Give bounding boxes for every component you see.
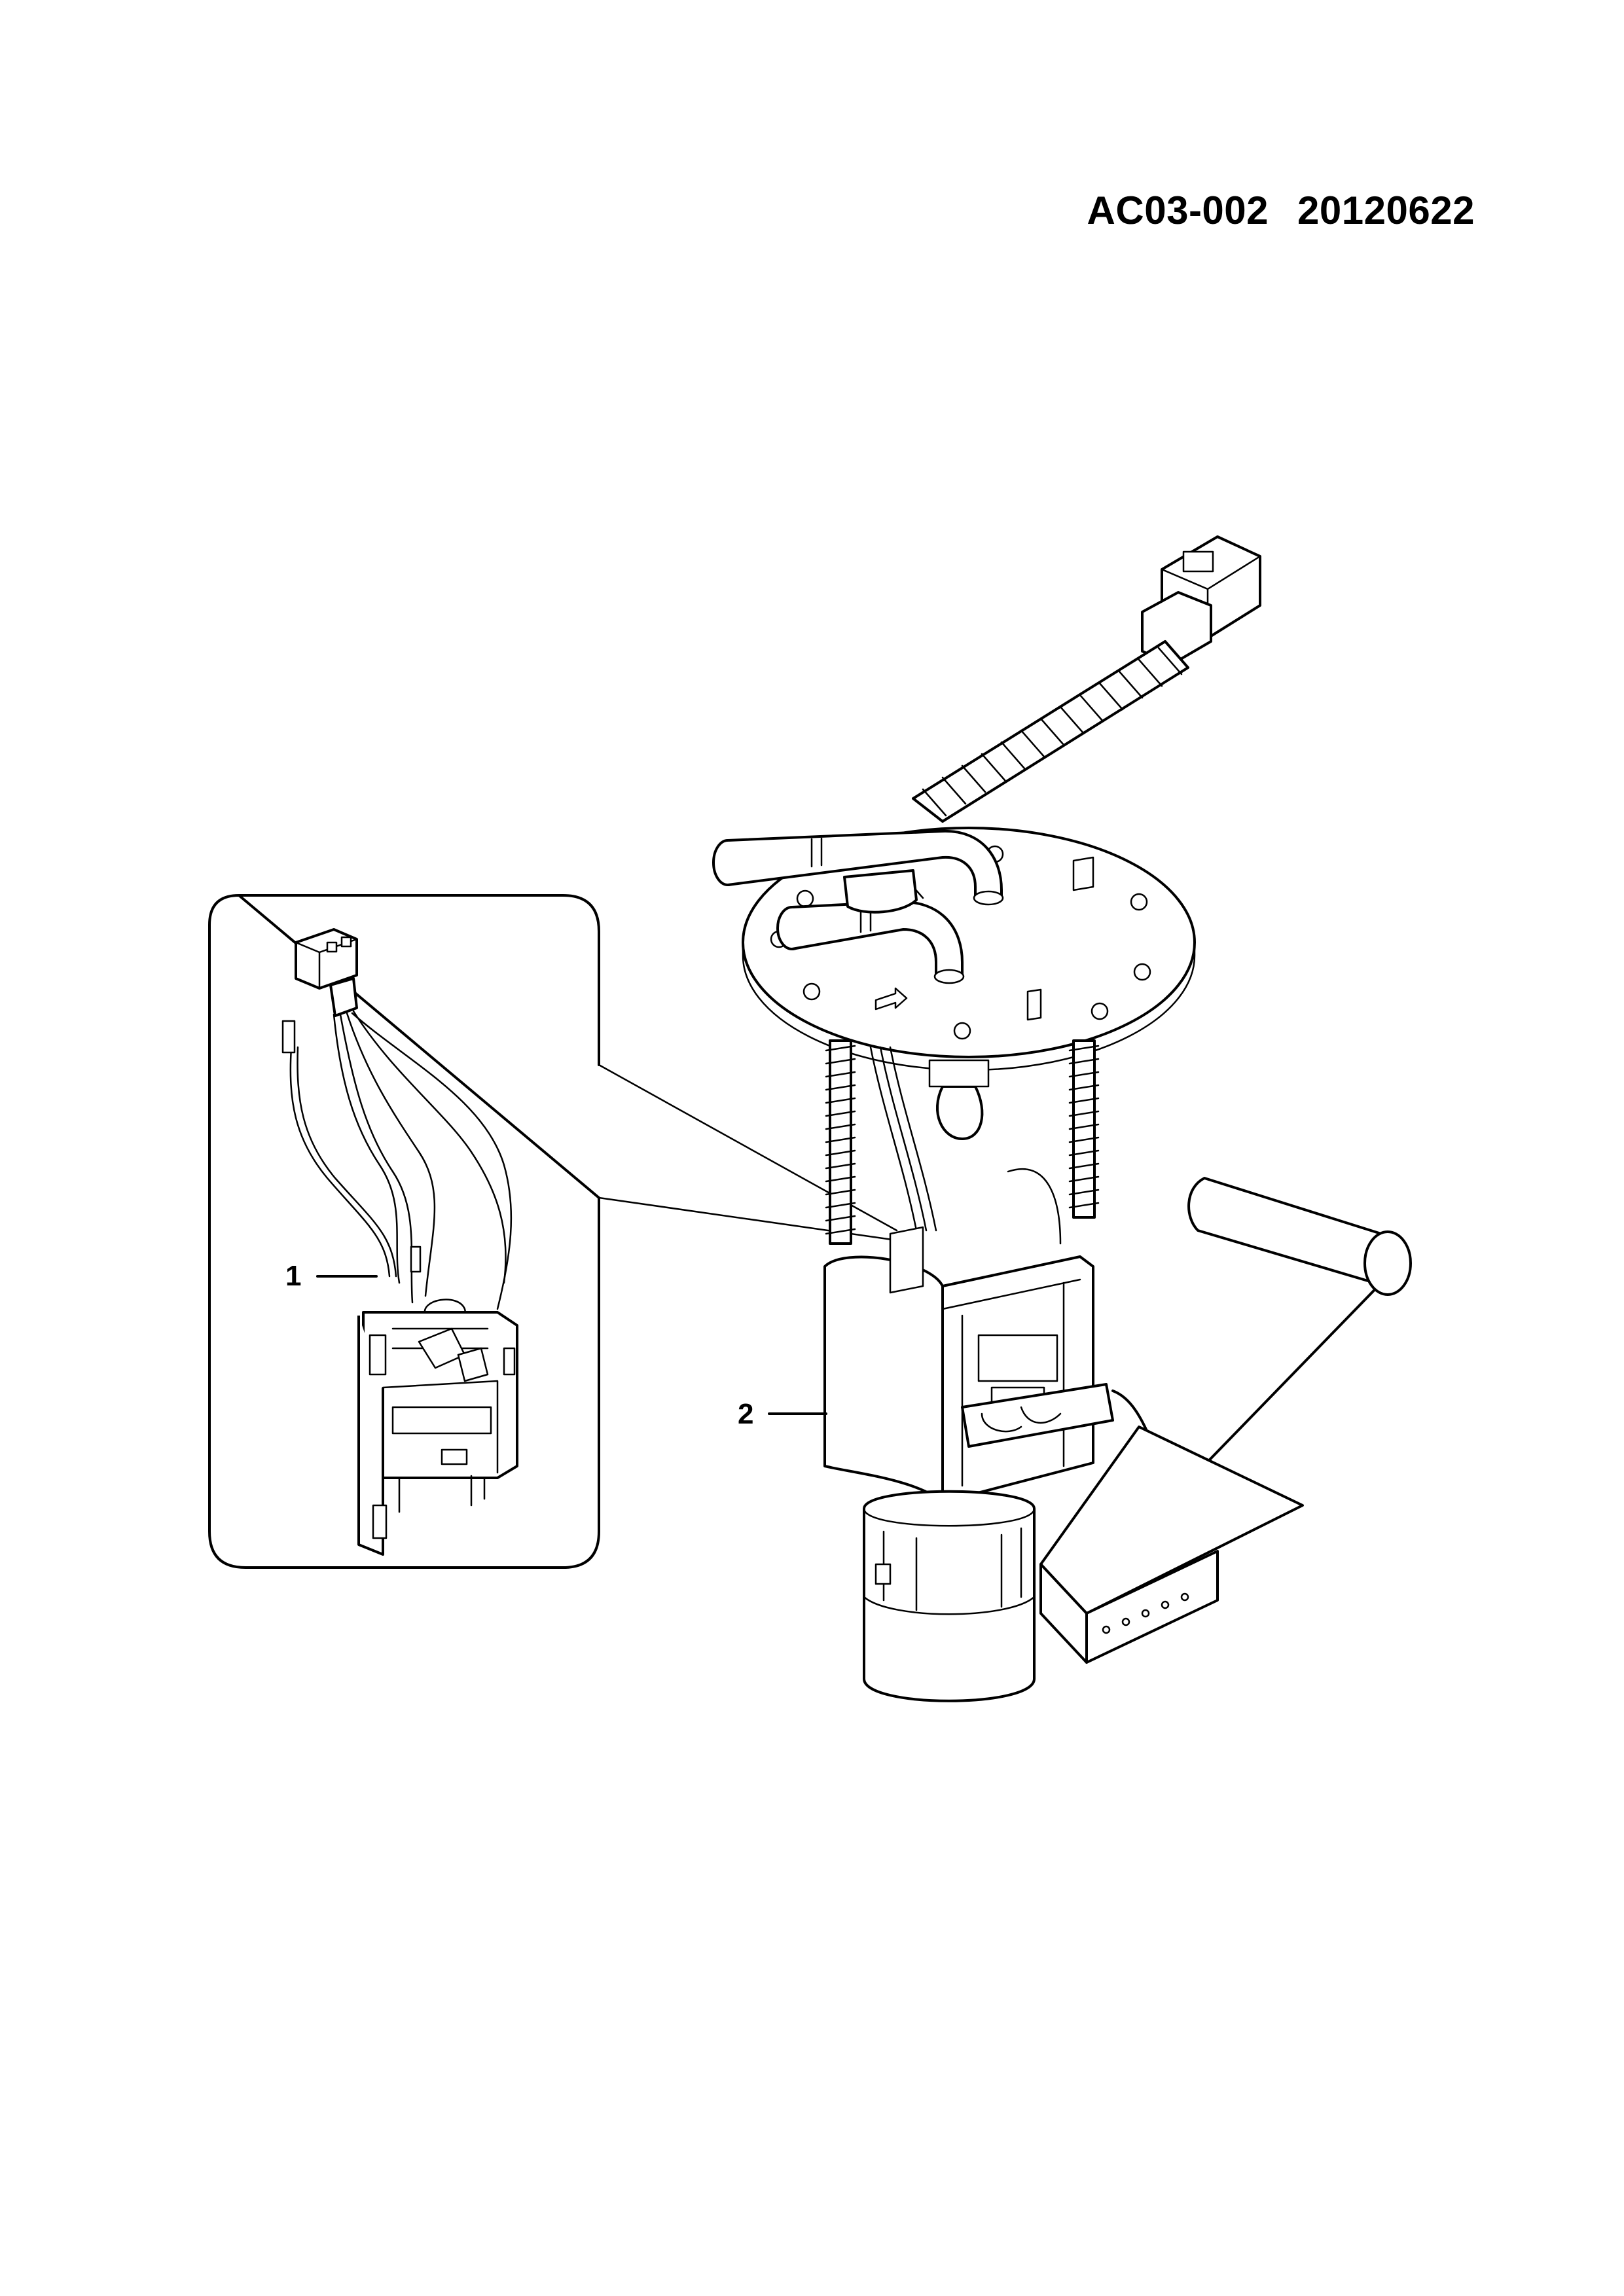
callout-1-label: 1 <box>285 1260 301 1292</box>
mounting-bracket <box>1039 1426 1304 1664</box>
inset-sender-board <box>357 1311 518 1556</box>
document-reference-code: AC03-002 20120622 <box>1064 152 1475 230</box>
callout-1: 1 <box>285 1260 378 1292</box>
valve-body <box>843 869 918 914</box>
date-code: 20120622 <box>1297 188 1475 232</box>
guide-rod-left <box>825 1039 856 1245</box>
callout-2-label: 2 <box>738 1398 753 1430</box>
corrugated-conduit <box>912 640 1189 823</box>
inset-wires <box>281 1010 513 1324</box>
inset-harness-connector <box>295 928 358 1017</box>
harness-connector <box>1141 535 1261 666</box>
fuel-pipe-return <box>776 900 965 984</box>
guide-rod-right <box>1068 1039 1100 1219</box>
pump-strainer-cup <box>863 1490 1036 1702</box>
callout-2: 2 <box>738 1398 827 1430</box>
internal-wires <box>869 1046 1062 1245</box>
pump-module-body <box>823 1226 1114 1503</box>
fuel-level-float <box>1187 1177 1412 1296</box>
part-code: AC03-002 <box>1087 188 1269 232</box>
fuel-pipe-outlet <box>712 829 1004 906</box>
